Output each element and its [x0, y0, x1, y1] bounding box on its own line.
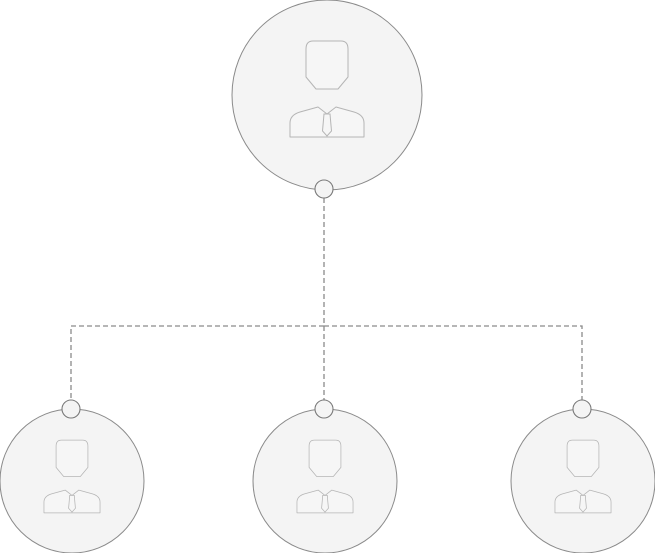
connector-child-1 [70, 325, 324, 400]
node-circle [0, 408, 145, 553]
node-child-3[interactable] [510, 408, 655, 553]
top-port-child-3[interactable] [572, 399, 592, 419]
top-port-child-2[interactable] [314, 399, 334, 419]
top-port-child-1[interactable] [61, 399, 81, 419]
node-root[interactable] [231, 0, 423, 191]
node-circle [231, 0, 423, 191]
node-circle [252, 408, 398, 553]
node-child-1[interactable] [0, 408, 145, 553]
node-circle [510, 408, 655, 553]
connector-lines [70, 198, 583, 400]
connector-child-3 [324, 325, 583, 400]
node-child-2[interactable] [252, 408, 398, 553]
bottom-port-root[interactable] [314, 179, 334, 199]
